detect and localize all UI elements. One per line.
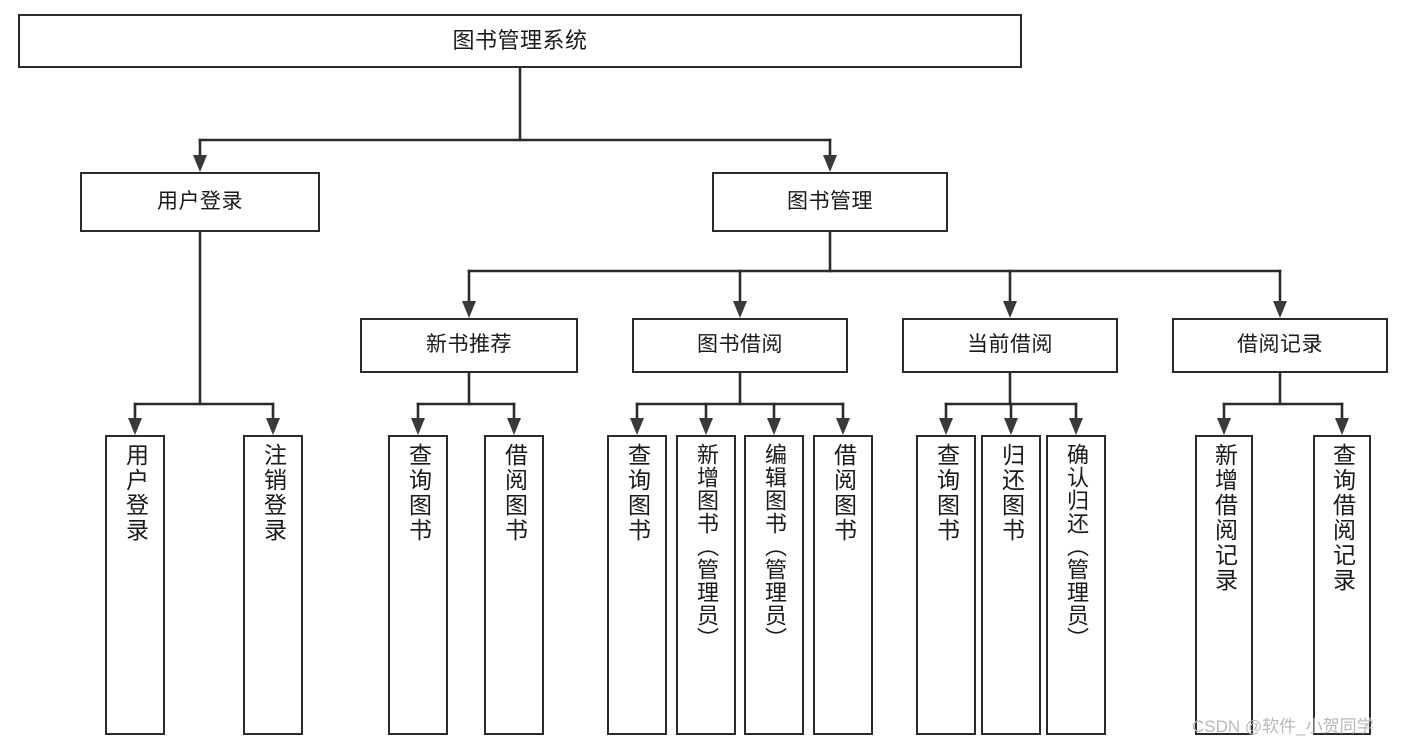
node-user-login[interactable]: 用户登录 — [80, 172, 320, 232]
node-leaf-borrow-book-2[interactable]: 借阅图书 — [813, 435, 873, 735]
node-book-borrow-label: 图书借阅 — [697, 333, 783, 357]
node-leaf-return-book[interactable]: 归还图书 — [981, 435, 1041, 735]
node-new-book-rec-label: 新书推荐 — [426, 333, 512, 357]
node-leaf-edit-book-label: 编辑图书（管理员） — [762, 443, 787, 650]
node-leaf-borrow-book-1[interactable]: 借阅图书 — [484, 435, 544, 735]
node-user-login-label: 用户登录 — [157, 189, 243, 213]
node-leaf-confirm-return[interactable]: 确认归还（管理员） — [1046, 435, 1106, 735]
node-leaf-logout-label: 注销登录 — [260, 443, 287, 543]
node-leaf-add-book-label: 新增图书（管理员） — [694, 443, 719, 650]
node-leaf-edit-book[interactable]: 编辑图书（管理员） — [744, 435, 804, 735]
node-leaf-query-record[interactable]: 查询借阅记录 — [1313, 435, 1371, 735]
node-borrow-record[interactable]: 借阅记录 — [1172, 318, 1388, 373]
node-leaf-query-book-1[interactable]: 查询图书 — [388, 435, 448, 735]
node-leaf-borrow-book-2-label: 借阅图书 — [830, 443, 857, 543]
node-leaf-user-login[interactable]: 用户登录 — [105, 435, 165, 735]
node-leaf-add-book[interactable]: 新增图书（管理员） — [676, 435, 736, 735]
node-leaf-add-record-label: 新增借阅记录 — [1211, 443, 1238, 593]
node-leaf-query-book-3-label: 查询图书 — [933, 443, 960, 543]
node-leaf-borrow-book-1-label: 借阅图书 — [501, 443, 528, 543]
node-leaf-query-book-2[interactable]: 查询图书 — [607, 435, 667, 735]
node-book-manage-label: 图书管理 — [787, 189, 873, 213]
node-leaf-query-book-2-label: 查询图书 — [624, 443, 651, 543]
node-root-label: 图书管理系统 — [452, 28, 588, 54]
node-new-book-rec[interactable]: 新书推荐 — [360, 318, 578, 373]
node-leaf-logout[interactable]: 注销登录 — [243, 435, 303, 735]
node-root[interactable]: 图书管理系统 — [18, 14, 1022, 68]
node-leaf-confirm-return-label: 确认归还（管理员） — [1064, 443, 1089, 650]
csdn-watermark: CSDN @软件_小贺同学 — [1192, 717, 1374, 736]
node-current-borrow[interactable]: 当前借阅 — [902, 318, 1118, 373]
node-book-borrow[interactable]: 图书借阅 — [632, 318, 848, 373]
node-leaf-add-record[interactable]: 新增借阅记录 — [1195, 435, 1253, 735]
node-borrow-record-label: 借阅记录 — [1237, 333, 1323, 357]
node-leaf-query-record-label: 查询借阅记录 — [1329, 443, 1356, 593]
node-leaf-return-book-label: 归还图书 — [998, 443, 1025, 543]
node-leaf-user-login-label: 用户登录 — [122, 443, 149, 543]
node-leaf-query-book-1-label: 查询图书 — [405, 443, 432, 543]
node-current-borrow-label: 当前借阅 — [967, 333, 1053, 357]
node-book-manage[interactable]: 图书管理 — [712, 172, 948, 232]
node-leaf-query-book-3[interactable]: 查询图书 — [916, 435, 976, 735]
